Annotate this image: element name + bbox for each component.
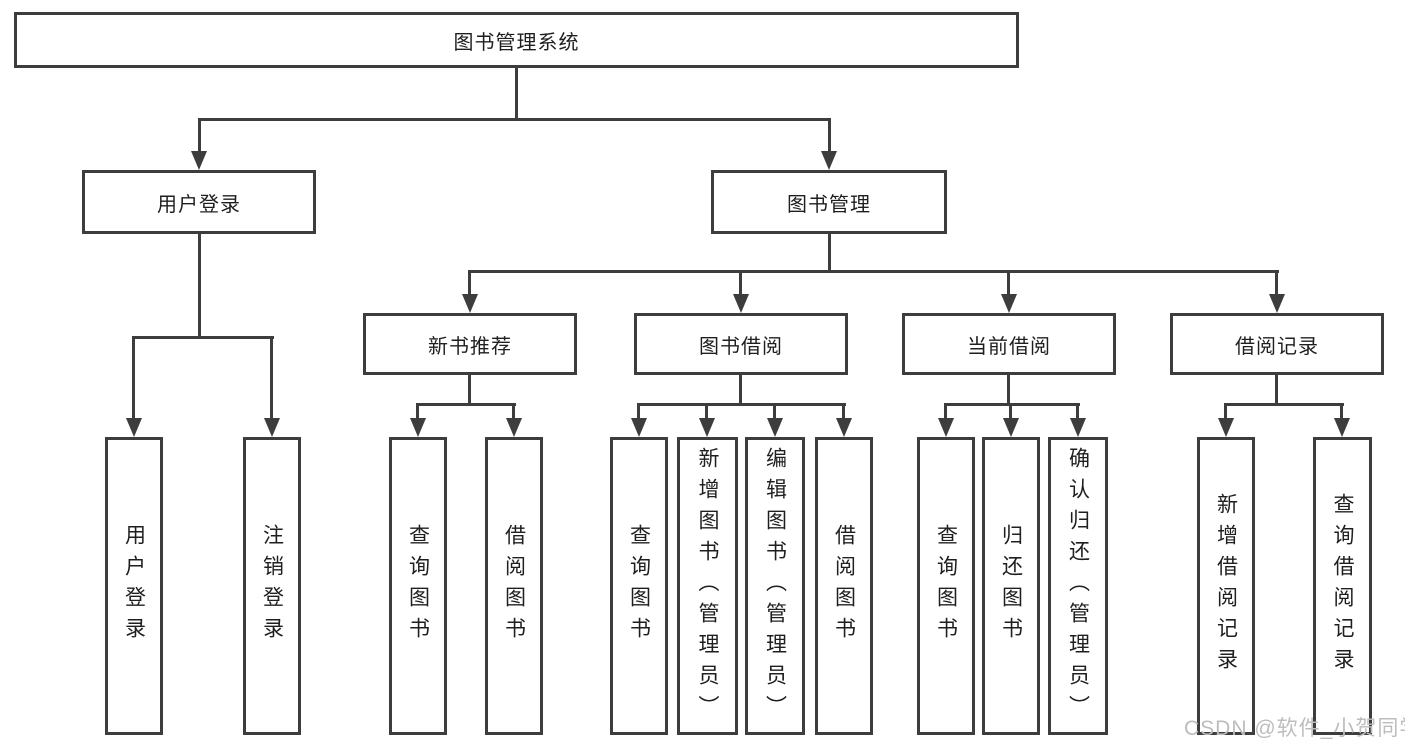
- connector-line: [1007, 270, 1010, 296]
- connector-line: [468, 270, 471, 296]
- arrow-down-icon: [462, 294, 478, 313]
- arrow-down-icon: [836, 418, 852, 437]
- arrow-down-icon: [631, 418, 647, 437]
- arrow-down-icon: [699, 418, 715, 437]
- connector-line: [637, 403, 640, 420]
- node-book-management: 图书管理: [711, 170, 947, 234]
- leaf-return-books: 归还图书: [982, 437, 1040, 735]
- connector-line: [1009, 403, 1012, 420]
- leaf-add-borrow-record: 新增借阅记录: [1197, 437, 1255, 735]
- node-label: 借阅图书: [502, 524, 526, 648]
- arrow-down-icon: [733, 294, 749, 313]
- connector-line: [637, 403, 846, 406]
- node-label: 查询图书: [406, 524, 430, 648]
- connector-line: [1224, 403, 1344, 406]
- connector-line: [468, 375, 471, 403]
- leaf-query-borrow-record: 查询借阅记录: [1313, 437, 1372, 735]
- leaf-borrow-books: 借阅图书: [815, 437, 873, 735]
- connector-line: [515, 68, 518, 118]
- arrow-down-icon: [1001, 294, 1017, 313]
- connector-line: [1275, 375, 1278, 403]
- node-label: 查询图书: [627, 524, 651, 648]
- connector-line: [944, 403, 947, 420]
- arrow-down-icon: [126, 418, 142, 437]
- connector-line: [1007, 375, 1010, 403]
- arrow-down-icon: [1070, 418, 1086, 437]
- node-label: 归还图书: [999, 524, 1023, 648]
- node-label: 借阅图书: [832, 524, 856, 648]
- node-label: 当前借阅: [967, 335, 1051, 358]
- node-borrowing-records: 借阅记录: [1170, 313, 1384, 375]
- connector-line: [944, 403, 1080, 406]
- node-new-book-recommendation: 新书推荐: [363, 313, 577, 375]
- node-label: 图书借阅: [699, 335, 783, 358]
- arrow-down-icon: [1269, 294, 1285, 313]
- node-label: 确认归还（管理员）: [1066, 446, 1090, 726]
- node-label: 借阅记录: [1235, 335, 1319, 358]
- leaf-confirm-return-admin: 确认归还（管理员）: [1048, 437, 1108, 735]
- connector-line: [132, 336, 135, 420]
- connector-line: [1224, 403, 1227, 420]
- node-library-system-root: 图书管理系统: [14, 12, 1019, 68]
- leaf-logout: 注销登录: [243, 437, 301, 735]
- arrow-down-icon: [1003, 418, 1019, 437]
- node-book-borrowing: 图书借阅: [634, 313, 848, 375]
- connector-line: [1076, 403, 1079, 420]
- connector-line: [270, 336, 273, 420]
- leaf-user-login: 用户登录: [105, 437, 163, 735]
- connector-line: [1275, 270, 1278, 296]
- node-label: 用户登录: [122, 524, 146, 648]
- connector-line: [132, 336, 274, 339]
- leaf-query-books-borrow: 查询图书: [610, 437, 668, 735]
- connector-line: [468, 270, 1279, 273]
- connector-line: [705, 403, 708, 420]
- connector-line: [773, 403, 776, 420]
- arrow-down-icon: [1218, 418, 1234, 437]
- node-label: 注销登录: [260, 524, 284, 648]
- arrow-down-icon: [767, 418, 783, 437]
- leaf-add-books-admin: 新增图书（管理员）: [677, 437, 738, 735]
- node-label: 图书管理: [787, 193, 871, 216]
- connector-line: [512, 403, 515, 420]
- arrow-down-icon: [1334, 418, 1350, 437]
- arrow-down-icon: [191, 151, 207, 170]
- connector-line: [198, 234, 201, 336]
- arrow-down-icon: [410, 418, 426, 437]
- connector-line: [198, 118, 831, 121]
- connector-line: [1340, 403, 1343, 420]
- leaf-edit-books-admin: 编辑图书（管理员）: [745, 437, 805, 735]
- node-user-login: 用户登录: [82, 170, 316, 234]
- node-label: 新增借阅记录: [1214, 493, 1238, 679]
- node-label: 新增图书（管理员）: [696, 446, 719, 726]
- leaf-borrow-books-recommend: 借阅图书: [485, 437, 543, 735]
- node-label: 查询借阅记录: [1331, 493, 1354, 679]
- connector-line: [828, 234, 831, 270]
- arrow-down-icon: [506, 418, 522, 437]
- connector-line: [739, 375, 742, 403]
- connector-line: [828, 118, 831, 152]
- node-label: 图书管理系统: [453, 31, 580, 54]
- connector-line: [842, 403, 845, 420]
- node-label: 编辑图书（管理员）: [763, 446, 787, 726]
- connector-line: [198, 118, 201, 152]
- leaf-query-books-recommend: 查询图书: [389, 437, 447, 735]
- node-current-borrowing: 当前借阅: [902, 313, 1116, 375]
- connector-line: [739, 270, 742, 296]
- connector-line: [416, 403, 419, 420]
- node-label: 查询图书: [934, 524, 958, 648]
- arrow-down-icon: [938, 418, 954, 437]
- node-label: 新书推荐: [428, 335, 512, 358]
- watermark-text: CSDN @软件_小贺同学: [1184, 717, 1405, 740]
- leaf-query-books-current: 查询图书: [917, 437, 975, 735]
- node-label: 用户登录: [157, 193, 241, 216]
- arrow-down-icon: [264, 418, 280, 437]
- connector-line: [416, 403, 516, 406]
- arrow-down-icon: [821, 151, 837, 170]
